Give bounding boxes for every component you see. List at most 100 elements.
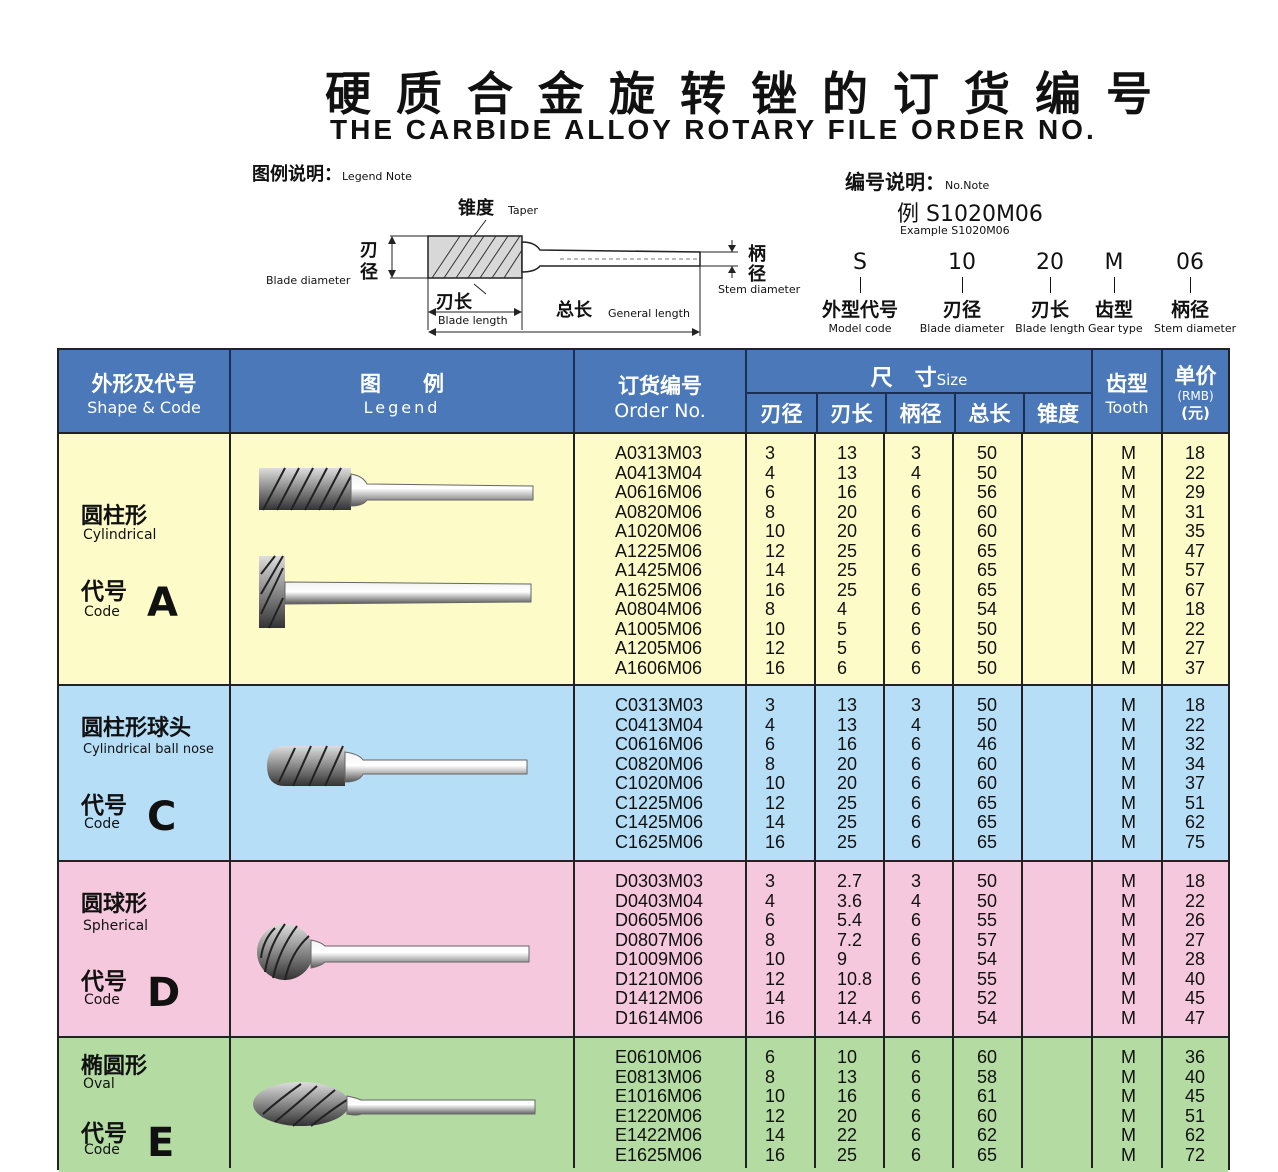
table-cell: A1005M06 [615,618,703,639]
table-cell: 7.2 [837,929,863,950]
table-cell: 56 [977,482,998,502]
legend-note-cn: 图例说明： [252,164,342,185]
table-cell: M [1121,968,1136,989]
grid-line [952,432,954,1168]
table-cell: A1425M06 [615,560,703,580]
table-cell: M [1121,753,1136,774]
cylindrical-burr-image [259,467,534,629]
header-shape-cn: 外形及代号 [91,372,197,396]
table-cell: D0303M03 [615,871,704,891]
table-cell: 55 [977,910,998,930]
table-cell: 18 [1185,599,1206,619]
grid-line [1021,432,1023,1168]
table-cell: 6 [911,773,922,793]
table-cell: 16 [765,1144,786,1165]
table-cell: A0820M06 [615,501,703,522]
code-label-cn: 代号 [81,793,127,819]
table-cell: 3 [765,443,776,463]
shape-name-cn: 圆柱形 [81,504,148,529]
table-cell: 6 [911,1066,922,1087]
blade-length-en: Blade length [438,314,508,327]
table-cell: E0610M06 [615,1047,703,1067]
table-cell: M [1121,1007,1136,1028]
legend-note-en: Legend Note [342,170,412,183]
header-price-cn: 单价 [1174,364,1217,388]
table-cell: M [1121,462,1136,483]
table-cell: 62 [1185,1125,1206,1145]
table-cell: E1422M06 [615,1125,703,1145]
part-code: 20 [1036,250,1064,275]
section-cylindrical-ball-nose: 圆柱形球头 Cylindrical ball nose 代号 Code C C0… [59,684,1228,860]
header-tooth-cn: 齿型 [1106,372,1148,396]
legend-note-heading: 图例说明：Legend Note [252,160,412,186]
table-cell: 60 [977,1047,998,1067]
table-cell: 12 [837,988,858,1008]
table-cell: 57 [1185,560,1206,580]
table-cell: A0313M03 [615,443,703,463]
table-cell: 6 [911,1144,922,1165]
no-note-cn: 编号说明： [845,170,945,194]
table-cell: M [1121,1086,1136,1106]
code-label-cn: 代号 [81,969,127,995]
part-model-code: S 外型代号 Model code [812,250,908,335]
table-cell: 13 [837,695,858,715]
grid-line [1161,432,1163,1168]
table-cell: 22 [837,1125,858,1145]
header-tooth: 齿型 Tooth [1093,350,1163,434]
table-cell: 4 [765,714,776,735]
table-cell: 12 [765,1105,786,1126]
table-cell: 34 [1185,753,1206,774]
table-cell: C0313M03 [615,695,704,715]
part-cn: 刃长 [1030,299,1069,321]
table-cell: 6 [911,753,922,774]
header-shape: 外形及代号 Shape & Code [59,350,231,434]
table-cell: 50 [977,618,998,639]
table-cell: 60 [977,1105,998,1126]
table-cell: 60 [977,501,998,522]
table-cell: 10 [765,773,786,793]
table-cell: 20 [837,753,858,774]
table-cell: 51 [1185,792,1206,813]
table-cell: 6 [911,1047,922,1067]
part-en: Blade length [1015,322,1085,335]
shape-code-letter: D [147,970,181,1016]
table-cell: 45 [1185,988,1206,1008]
table-cell: 14.4 [837,1007,873,1028]
table-cell: 5.4 [837,910,863,930]
table-cell: E1625M06 [615,1144,703,1165]
table-cell: 50 [977,714,998,735]
table-cell: 4 [765,890,776,911]
table-cell: M [1121,521,1136,541]
stem-diameter-cn-2: 径 [748,264,766,285]
part-code: S [853,250,867,275]
table-cell: M [1121,1144,1136,1165]
table-cell: 20 [837,773,858,793]
table-cell: 16 [837,482,858,502]
table-cell: A1225M06 [615,540,703,561]
page-title-cn: 硬质合金旋转锉的订货编号 [325,67,1177,121]
order-table: 外形及代号 Shape & Code 图 例 Legend 订货编号 Order… [57,348,1230,1172]
table-cell: M [1121,618,1136,639]
table-cell: 50 [977,871,998,891]
no-note-en: No.Note [945,179,990,192]
table-cell: 65 [977,812,998,832]
grid-line [229,432,231,1168]
rotary-file-diagram [388,219,738,336]
table-cell: D1614M06 [615,1007,704,1028]
table-cell: C0616M06 [615,734,704,754]
shape-name-en: Spherical [83,918,149,934]
table-cell: 25 [837,1144,858,1165]
table-cell: 6 [837,657,848,678]
header-size-cn: 尺 寸 [870,366,937,391]
part-cn: 齿型 [1094,299,1133,321]
shape-name-cn: 圆球形 [81,892,148,917]
example-code-en: Example S1020M06 [900,224,1010,237]
table-cell: 12 [765,968,786,989]
part-blade-diameter: 10 刃径 Blade diameter [910,250,1014,335]
